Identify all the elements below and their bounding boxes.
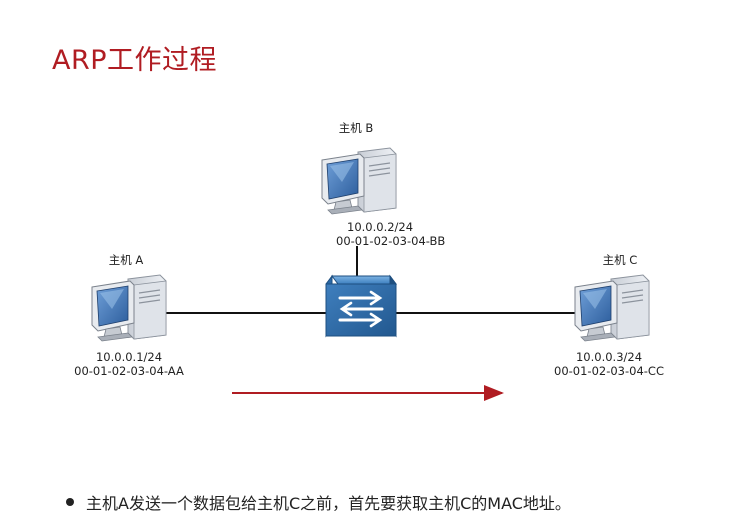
- host-b-mac: 00-01-02-03-04-BB: [336, 234, 446, 248]
- host-b-name: 主机 B: [338, 121, 374, 135]
- bullet-dot-icon: [66, 498, 74, 506]
- host-a-ip: 10.0.0.1/24: [95, 350, 163, 364]
- host-b-computer-icon: [321, 147, 397, 215]
- host-c-computer-icon: [574, 274, 650, 342]
- host-a-computer-icon: [91, 274, 167, 342]
- host-a-mac: 00-01-02-03-04-AA: [74, 364, 184, 378]
- host-c-name: 主机 C: [602, 253, 638, 267]
- switch-icon: [325, 274, 397, 338]
- host-c-ip: 10.0.0.3/24: [575, 350, 643, 364]
- host-a-name: 主机 A: [108, 253, 144, 267]
- slide-title: ARP工作过程: [52, 45, 218, 76]
- bullet-text: 主机A发送一个数据包给主机C之前，首先要获取主机C的MAC地址。: [86, 494, 571, 513]
- host-b-ip: 10.0.0.2/24: [347, 220, 414, 234]
- bullet-point: 主机A发送一个数据包给主机C之前，首先要获取主机C的MAC地址。: [66, 490, 571, 514]
- host-c-mac: 00-01-02-03-04-CC: [554, 364, 664, 378]
